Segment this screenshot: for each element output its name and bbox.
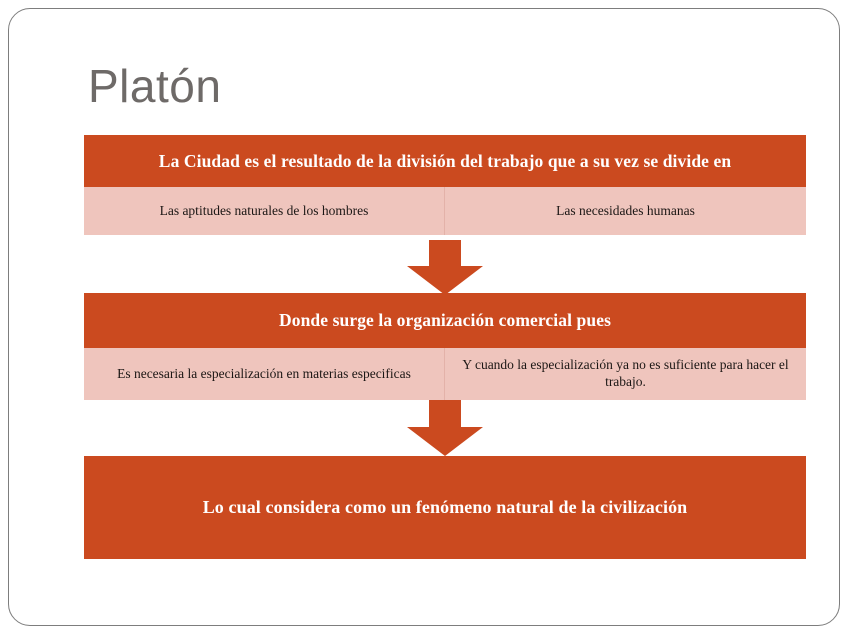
flow-subrow-2: Es necesaria la especialización en mater… [84, 348, 806, 400]
flow-subcell-2-right[interactable]: Y cuando la especialización ya no es suf… [462, 357, 789, 389]
flow-subcell-1-left[interactable]: Las aptitudes naturales de los hombres [84, 187, 445, 235]
flow-subcell-2-left[interactable]: Es necesaria la especialización en mater… [84, 348, 445, 400]
flow-band-2[interactable]: Donde surge la organización comercial pu… [84, 293, 806, 348]
flow-band-3[interactable]: Lo cual considera como un fenómeno natur… [84, 456, 806, 559]
flow-subcell-1-right[interactable]: Las necesidades humanas [556, 202, 695, 218]
flow-band-1[interactable]: La Ciudad es el resultado de la división… [84, 135, 806, 187]
flow-subrow-1: Las aptitudes naturales de los hombres L… [84, 187, 806, 235]
page-title: Platón [88, 60, 222, 112]
down-arrow-icon-2 [407, 400, 483, 456]
flow-diagram: La Ciudad es el resultado de la división… [84, 135, 806, 559]
down-arrow-icon-1 [407, 240, 483, 295]
